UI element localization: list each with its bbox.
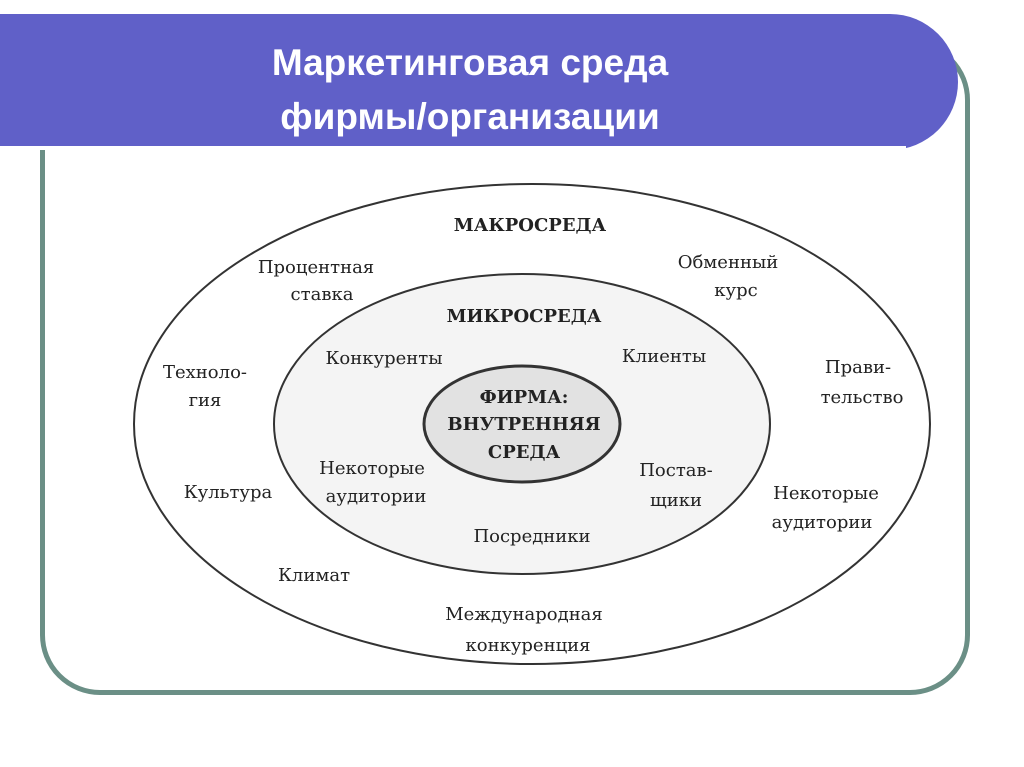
macro-item-government-2: тельство: [821, 387, 904, 408]
firm-ellipse: [422, 364, 622, 484]
micro-item-suppliers-1: Постав-: [639, 460, 713, 481]
macro-item-exchange-rate-2: курс: [714, 280, 757, 301]
macro-item-technology-1: Техноло-: [163, 362, 247, 383]
macro-item-technology-2: гия: [189, 390, 222, 411]
firm-label-3: СРЕДА: [488, 442, 561, 463]
micro-item-competitors: Конкуренты: [325, 348, 442, 369]
micro-environment-label: МИКРОСРЕДА: [447, 306, 602, 327]
macro-item-international-competition-1: Международная: [445, 604, 603, 625]
firm-label-2: ВНУТРЕННЯЯ: [447, 414, 600, 435]
macro-item-audiences-2: аудитории: [772, 512, 873, 533]
micro-item-audiences-2: аудитории: [326, 486, 427, 507]
macro-environment-label: МАКРОСРЕДА: [454, 215, 607, 236]
micro-item-audiences-1: Некоторые: [319, 458, 425, 479]
title-line-2: фирмы/организации: [280, 96, 660, 137]
title-bar: Маркетинговая среда фирмы/организации: [0, 14, 958, 150]
macro-item-exchange-rate-1: Обменный: [678, 252, 779, 273]
title-underline: [0, 146, 906, 150]
macro-item-interest-rate-1: Процентная: [258, 257, 374, 278]
macro-item-interest-rate-2: ставка: [291, 284, 354, 305]
title-line-1: Маркетинговая среда: [271, 42, 669, 83]
macro-item-international-competition-2: конкуренция: [465, 635, 590, 656]
micro-item-intermediaries: Посредники: [473, 526, 590, 547]
micro-item-clients: Клиенты: [622, 346, 706, 367]
macro-item-government-1: Прави-: [825, 357, 891, 378]
firm-label-1: ФИРМА:: [480, 387, 569, 408]
slide-title: Маркетинговая среда фирмы/организации: [0, 36, 940, 144]
macro-item-audiences-1: Некоторые: [773, 483, 879, 504]
macro-item-climate: Климат: [278, 565, 350, 586]
macro-item-culture: Культура: [184, 482, 273, 503]
micro-item-suppliers-2: щики: [650, 490, 702, 511]
